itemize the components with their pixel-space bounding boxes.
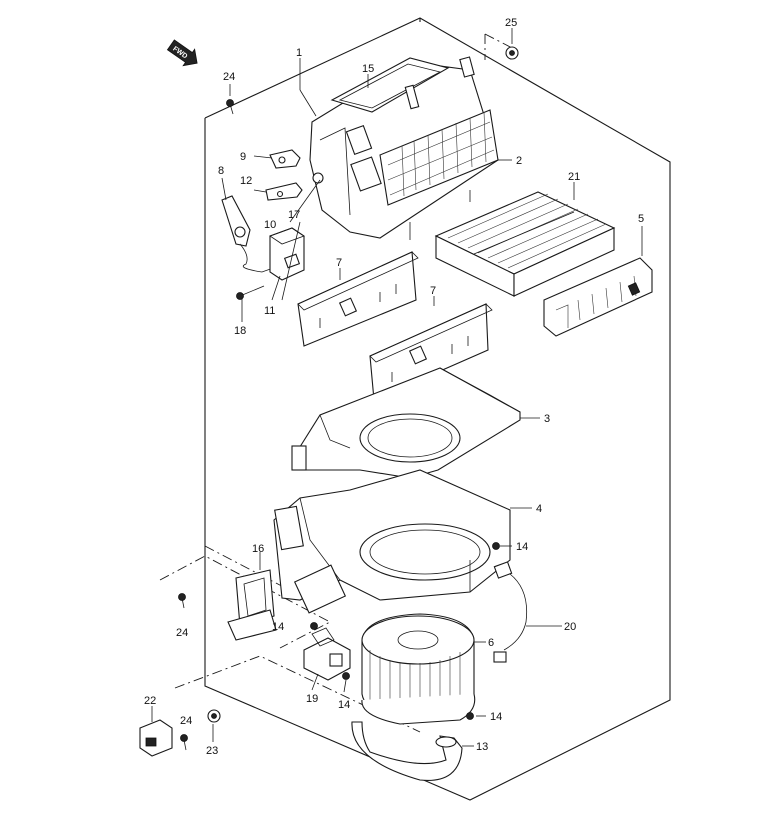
heater-unit-case (309, 56, 499, 240)
callout-14-mid: 14 (272, 621, 284, 633)
screw-14-right-lower (466, 712, 474, 720)
callout-4: 4 (536, 503, 542, 515)
callout-1: 1 (296, 47, 302, 59)
callout-18: 18 (234, 325, 246, 337)
callout-11: 11 (264, 305, 275, 317)
screw-24-top (226, 99, 234, 115)
callout-22: 22 (144, 695, 156, 707)
bolt-23 (207, 709, 221, 723)
sensor-connector-22 (139, 719, 173, 757)
callout-6: 6 (488, 637, 494, 649)
callout-15: 15 (362, 63, 374, 75)
actuator-motor (269, 227, 305, 281)
callout-24-bottom: 24 (180, 715, 192, 727)
callout-23: 23 (206, 745, 218, 757)
blower-resistor (303, 627, 351, 681)
callout-13: 13 (476, 741, 488, 753)
screw-24-bottom (180, 734, 188, 751)
filter-cover (543, 257, 653, 337)
drain-hose (351, 721, 463, 781)
air-filter (434, 191, 616, 297)
callout-3: 3 (544, 413, 550, 425)
callout-2: 2 (516, 155, 522, 167)
callout-24-left: 24 (176, 627, 188, 639)
clip-25 (505, 46, 519, 60)
callout-16: 16 (252, 543, 264, 555)
screw-14-right-upper (492, 542, 500, 550)
callout-9: 9 (240, 151, 246, 163)
callout-14-right-upper: 14 (516, 541, 528, 553)
subframe-dashed-top (484, 33, 521, 53)
callout-7-upper: 7 (336, 257, 342, 269)
callout-10: 10 (264, 219, 276, 231)
intake-case-upper (291, 367, 521, 479)
callout-20: 20 (564, 621, 576, 633)
callout-21: 21 (568, 171, 580, 183)
servo-arm (221, 195, 291, 273)
seal-lower (369, 303, 493, 401)
callout-labels: 1 15 25 24 2 9 8 12 10 17 21 5 7 7 11 18… (144, 17, 644, 757)
callout-5: 5 (638, 213, 644, 225)
screw-24-left (178, 593, 186, 609)
screw-14-resistor (342, 672, 350, 680)
callout-19: 19 (306, 693, 318, 705)
callout-12: 12 (240, 175, 252, 187)
callout-25: 25 (505, 17, 517, 29)
wire-harness (493, 561, 528, 663)
fwd-direction-badge: FWD (166, 39, 198, 67)
callout-8: 8 (218, 165, 224, 177)
callout-24-top: 24 (223, 71, 235, 83)
callout-7-lower: 7 (430, 285, 436, 297)
blower-fan (361, 613, 476, 725)
control-link (265, 182, 303, 201)
callout-14-right-lower: 14 (490, 711, 502, 723)
duct-16 (227, 569, 277, 641)
screw-14-mid (310, 622, 318, 630)
leader-lines (151, 28, 643, 747)
air-mix-lever (269, 149, 301, 169)
callout-14-resistor: 14 (338, 699, 350, 711)
blower-case (273, 469, 511, 614)
seal-upper (297, 251, 419, 347)
screw-18 (236, 285, 265, 300)
callout-17: 17 (288, 209, 300, 221)
